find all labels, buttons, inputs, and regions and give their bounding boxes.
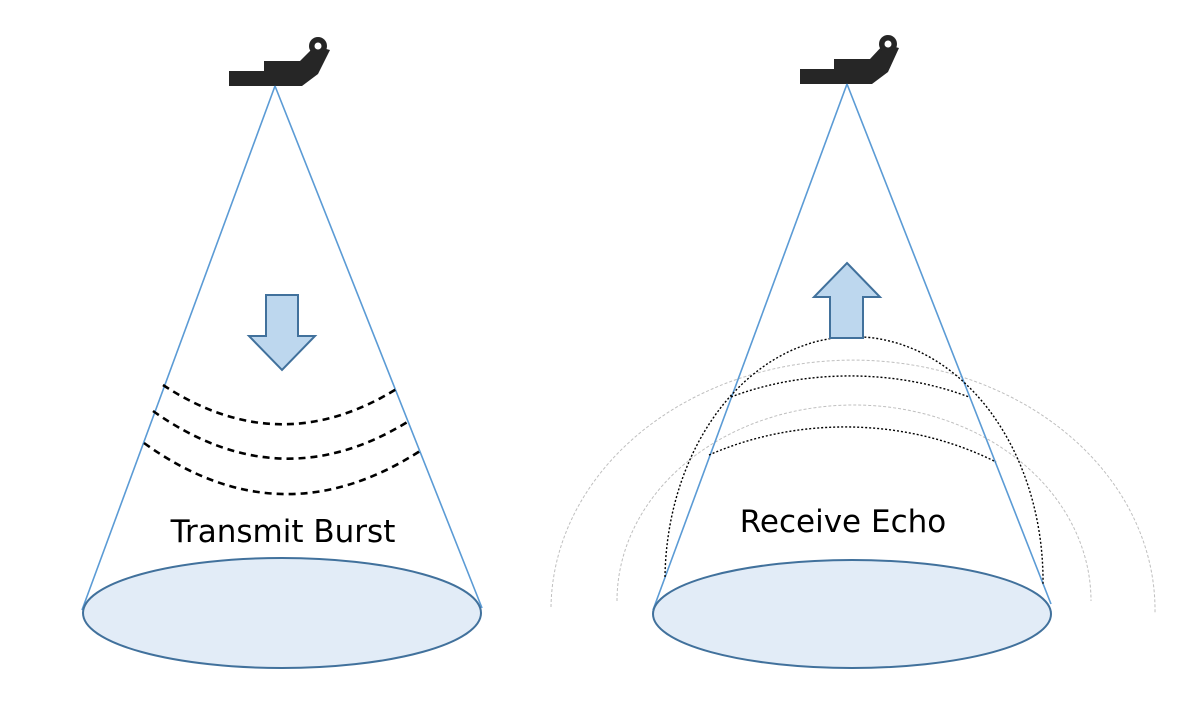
receive-label: Receive Echo [740, 504, 946, 540]
wavefront [730, 375, 970, 398]
wavefront [708, 426, 997, 463]
beam-footprint-ellipse [652, 559, 1052, 669]
transducer-icon [800, 35, 899, 84]
wavefront [152, 409, 410, 460]
transmit-label: Transmit Burst [170, 514, 396, 550]
arrow-up-icon [811, 261, 883, 339]
beam-cone [81, 85, 483, 611]
arrow-down-icon [246, 294, 318, 372]
wavefront [664, 335, 1044, 586]
echo-wavefronts [664, 335, 1044, 586]
transducer-icon [229, 37, 330, 86]
transmit-panel: Transmit Burst [81, 37, 483, 669]
wavefront [162, 383, 399, 426]
beam-footprint-ellipse [82, 557, 482, 669]
echo-outer-arcs [550, 359, 1156, 614]
transmit-wavefronts [143, 383, 421, 496]
wavefront [143, 441, 421, 496]
receive-panel: Receive Echo [550, 35, 1156, 669]
beam-cone [652, 83, 1052, 611]
